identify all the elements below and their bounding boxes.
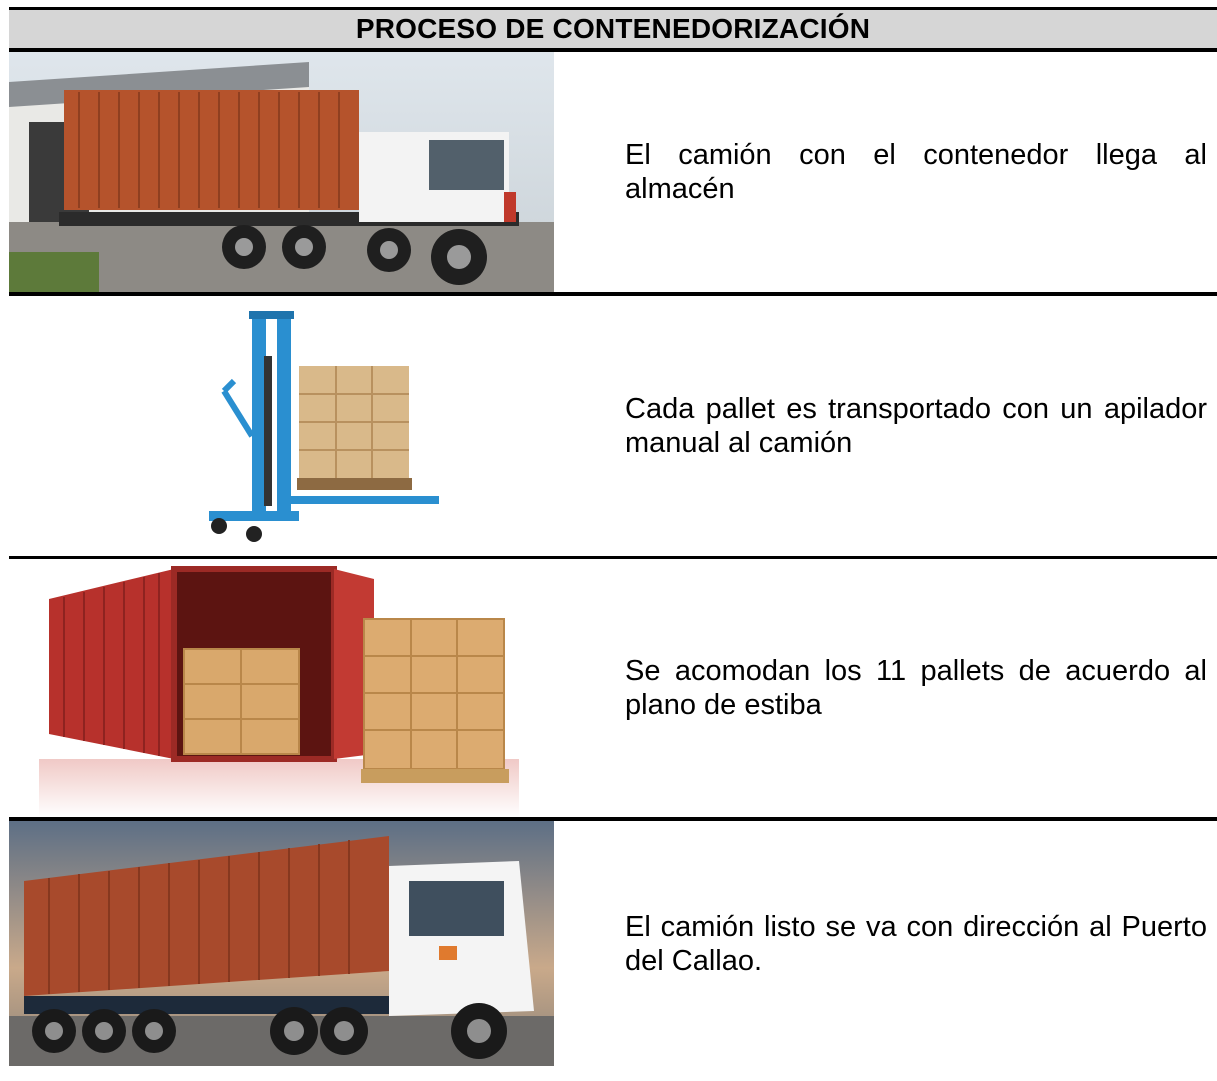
step-text-cell-4: El camión listo se va con dirección al P…: [589, 821, 1217, 1066]
top-rule: [9, 7, 1217, 10]
manual-stacker-photo: [9, 296, 589, 556]
row-rule-2: [9, 556, 1217, 559]
step-text-cell-1: El camión con el contenedor llega al alm…: [589, 52, 1217, 292]
row-rule-1: [9, 292, 1217, 296]
step-text-3: Se acomodan los 11 pallets de acuerdo al…: [625, 655, 1207, 721]
step-text-4: El camión listo se va con dirección al P…: [625, 910, 1207, 977]
container-with-pallets-photo: [9, 559, 589, 817]
step-row-1: El camión con el contenedor llega al alm…: [9, 52, 1217, 292]
header-rule: [9, 48, 1217, 52]
step-text-2: Cada pallet es transportado con un apila…: [625, 393, 1207, 459]
step-row-2: Cada pallet es transportado con un apila…: [9, 296, 1217, 556]
table-title: PROCESO DE CONTENEDORIZACIÓN: [9, 10, 1217, 48]
truck-at-warehouse-photo: [9, 52, 589, 292]
step-text-cell-2: Cada pallet es transportado con un apila…: [589, 296, 1217, 556]
row-rule-3: [9, 817, 1217, 821]
process-table: PROCESO DE CONTENEDORIZACIÓN: [9, 7, 1217, 1066]
step-text-cell-3: Se acomodan los 11 pallets de acuerdo al…: [589, 559, 1217, 817]
step-row-3: Se acomodan los 11 pallets de acuerdo al…: [9, 559, 1217, 817]
step-text-1: El camión con el contenedor llega al alm…: [625, 139, 1207, 205]
truck-departing-photo: [9, 821, 589, 1066]
step-row-4: El camión listo se va con dirección al P…: [9, 821, 1217, 1066]
